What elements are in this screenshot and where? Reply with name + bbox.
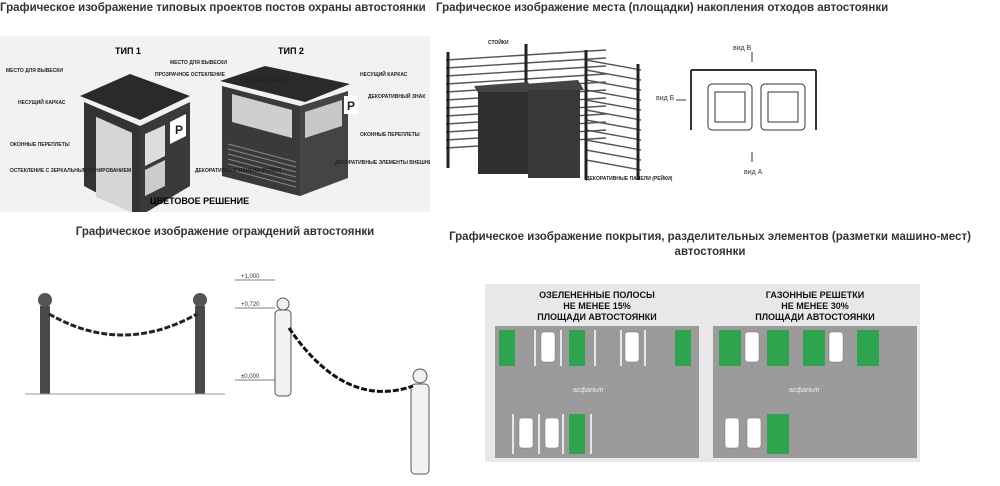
left-title-line2: НЕ МЕНЕЕ 15% [563, 301, 631, 311]
waste-area-illustration: СТОЙКИ ДЕКОРАТИВНЫЕ ПАНЕЛИ (РЕЙКИ) вид В… [436, 30, 856, 190]
plan-view [676, 52, 817, 162]
label-frame-1: НЕСУЩИЙ КАРКАС [18, 98, 66, 106]
left-title: ОЗЕЛЕНЕННЫЕ ПОЛОСЫ НЕ МЕНЕЕ 15% ПЛОЩАДИ … [537, 290, 656, 322]
height-720: +0,720 [241, 302, 260, 308]
posts-label: СТОЙКИ [488, 38, 509, 46]
label-deco-sign: ДЕКОРАТИВНЫЙ ЗНАК [368, 92, 426, 100]
green-strip [569, 414, 585, 454]
grass-grid [719, 330, 879, 454]
caption-security-posts: Графическое изображение типовых проектов… [0, 2, 426, 14]
caption-waste-area: Графическое изображение места (площадки)… [436, 2, 889, 14]
left-title-line1: ОЗЕЛЕНЕННЫЕ ПОЛОСЫ [539, 290, 655, 300]
parking-sign: P [175, 123, 183, 137]
type2-label: ТИП 2 [278, 46, 304, 56]
asphalt-label-right: асфальт [789, 387, 820, 394]
label-sign-place-mid: МЕСТО ДЛЯ ВЫВЕСКИ [170, 60, 227, 66]
parking-sign-2: P [347, 99, 355, 113]
surface-illustration: асфальт ОЗЕЛЕНЕННЫЕ ПОЛОСЫ НЕ МЕНЕЕ 15% … [485, 284, 920, 462]
left-title-line3: ПЛОЩАДИ АВТОСТОЯНКИ [537, 312, 656, 322]
view-a-label: вид А [744, 169, 763, 176]
label-deco-elements: ДЕКОРАТИВНЫЕ ЭЛЕМЕНТЫ ВНЕШНЕЙ ОТДЕЛКИ [335, 158, 430, 166]
label-transparent-glazing: ПРОЗРАЧНОЕ ОСТЕКЛЕНИЕ [155, 72, 226, 78]
panels-label: ДЕКОРАТИВНЫЕ ПАНЕЛИ (РЕЙКИ) [586, 174, 673, 182]
label-deco-panels: ДЕКОРАТИВНЫЕ ПАНЕЛИ (РЕЙКИ) [195, 166, 282, 174]
caption-surface: Графическое изображение покрытия, раздел… [430, 230, 990, 260]
label-glazing: ОСТЕКЛЕНИЕ С ЗЕРКАЛЬНЫМ ТОНИРОВАНИЕМ [10, 168, 131, 174]
height-000: ±0,000 [241, 374, 260, 380]
right-title-line3: ПЛОЩАДИ АВТОСТОЯНКИ [755, 312, 874, 322]
color-solution-label: ЦВЕТОВОЕ РЕШЕНИЕ [150, 196, 249, 206]
caption-surface-line2: автостоянки [674, 246, 746, 258]
asphalt-label-left: асфальт [573, 387, 604, 394]
view-v-label: вид В [733, 45, 752, 52]
fences-illustration: +1,000 +0,720 ±0,000 [25, 270, 445, 482]
label-frame-mid: НЕСУЩИЙ КАРКАС [240, 76, 288, 84]
waste-containers [474, 80, 584, 178]
green-strip [569, 330, 585, 366]
type1-label: ТИП 1 [115, 46, 141, 56]
booth-type2: P [220, 66, 358, 196]
security-posts-illustration: P P ТИП 1 ТИП 2 МЕСТО ДЛЯ ВЫВЕСКИ НЕСУЩИ… [0, 36, 430, 212]
height-1000: +1,000 [241, 274, 260, 280]
label-window-2: ОКОННЫЕ ПЕРЕПЛЕТЫ [360, 132, 420, 138]
label-window-1: ОКОННЫЕ ПЕРЕПЛЕТЫ [10, 142, 70, 148]
caption-fences: Графическое изображение ограждений автос… [75, 226, 375, 238]
right-fence [274, 297, 430, 475]
caption-surface-line1: Графическое изображение покрытия, раздел… [449, 231, 971, 243]
right-title: ГАЗОННЫЕ РЕШЕТКИ НЕ МЕНЕЕ 30% ПЛОЩАДИ АВ… [755, 290, 874, 322]
label-sign-place-1: МЕСТО ДЛЯ ВЫВЕСКИ [6, 68, 63, 74]
view-b-label: вид Б [656, 95, 675, 102]
green-strip [499, 330, 515, 366]
green-strip [675, 330, 691, 366]
left-fence [38, 293, 207, 394]
right-title-line2: НЕ МЕНЕЕ 30% [781, 301, 849, 311]
label-frame-2: НЕСУЩИЙ КАРКАС [360, 70, 408, 78]
booth-type1: P [80, 74, 190, 212]
right-title-line1: ГАЗОННЫЕ РЕШЕТКИ [766, 290, 864, 300]
